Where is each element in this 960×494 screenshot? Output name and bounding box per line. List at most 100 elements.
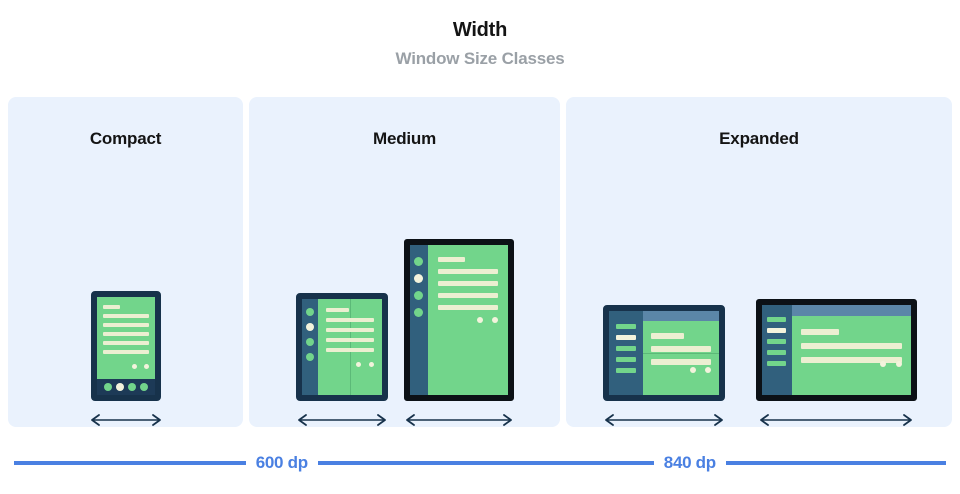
device-tablet-landscape xyxy=(755,299,917,401)
width-arrow-foldable-landscape xyxy=(602,413,726,427)
rail-item-bar[interactable] xyxy=(615,368,636,373)
device-foldable-unfolded-landscape xyxy=(602,305,725,401)
rail-item-dot-selected[interactable] xyxy=(414,274,423,283)
content-line xyxy=(650,359,711,365)
panel-expanded: Expanded xyxy=(566,97,952,427)
phone-content xyxy=(96,297,155,379)
double-arrow-icon xyxy=(760,414,912,426)
phone-bottom-nav[interactable] xyxy=(96,379,155,395)
foldable-screen xyxy=(301,299,382,395)
device-column-phone xyxy=(88,291,164,427)
rail-item-bar[interactable] xyxy=(767,339,786,344)
app-top-bar xyxy=(791,305,911,316)
rail-item-bar[interactable] xyxy=(615,346,636,351)
action-dot xyxy=(879,361,886,367)
action-dot xyxy=(143,364,149,369)
content-line xyxy=(325,328,374,332)
device-group-medium xyxy=(249,157,560,427)
navigation-rail[interactable] xyxy=(301,299,318,395)
fold-crease xyxy=(349,299,351,395)
content-line xyxy=(325,308,349,312)
rail-item-dot[interactable] xyxy=(305,308,314,316)
rail-item-bar[interactable] xyxy=(615,357,636,362)
rail-item-dot[interactable] xyxy=(414,257,423,266)
action-dot xyxy=(131,364,137,369)
width-arrow-tablet-landscape xyxy=(757,413,915,427)
content-line xyxy=(437,281,498,286)
action-dot xyxy=(368,362,374,367)
tablet-landscape-screen xyxy=(761,305,911,395)
content-line xyxy=(102,341,149,345)
panel-title-expanded: Expanded xyxy=(719,129,799,148)
breakpoint-label-600: 600 dp xyxy=(255,453,308,472)
rail-item-bar-selected[interactable] xyxy=(767,328,786,333)
content-line xyxy=(102,323,149,327)
action-dot xyxy=(689,367,696,373)
double-arrow-icon xyxy=(90,414,161,426)
breakpoint-scale: 600 dp 840 dp xyxy=(14,454,946,472)
content-line xyxy=(437,257,466,262)
content-line xyxy=(437,269,498,274)
content-line xyxy=(325,338,374,342)
content-line xyxy=(102,305,120,309)
content-line xyxy=(800,357,902,363)
rail-item-dot-selected[interactable] xyxy=(305,323,314,331)
content-line xyxy=(102,314,149,318)
content-line xyxy=(800,329,839,335)
panel-medium: Medium xyxy=(249,97,560,427)
device-foldable-unfolded-portrait xyxy=(295,293,388,401)
rail-item-dot[interactable] xyxy=(305,338,314,346)
content-line xyxy=(800,343,902,349)
device-group-expanded xyxy=(566,157,952,427)
content-action-dots xyxy=(689,367,711,373)
rail-item-bar[interactable] xyxy=(767,350,786,355)
rail-item-bar[interactable] xyxy=(615,324,636,329)
scale-rule-segment xyxy=(14,461,246,465)
device-column-foldable-portrait xyxy=(295,293,389,427)
panel-compact: Compact xyxy=(8,97,243,427)
action-dot xyxy=(895,361,902,367)
nav-item-dot[interactable] xyxy=(103,383,112,391)
foldable-landscape-content xyxy=(642,311,719,395)
panel-title-medium: Medium xyxy=(372,129,437,148)
content-action-dots xyxy=(476,317,498,323)
nav-item-dot[interactable] xyxy=(127,383,136,391)
content-line xyxy=(102,350,149,354)
action-dot xyxy=(491,317,498,323)
fold-crease xyxy=(642,353,719,354)
scale-rule-segment xyxy=(725,461,946,465)
header: Width Window Size Classes xyxy=(0,18,960,70)
rail-item-bar[interactable] xyxy=(767,361,786,366)
tablet-screen xyxy=(409,245,508,395)
tablet-content xyxy=(427,245,508,395)
content-line xyxy=(325,348,374,352)
content-line xyxy=(650,346,711,352)
rail-item-dot[interactable] xyxy=(414,308,423,317)
foldable-landscape-screen xyxy=(608,311,719,395)
navigation-rail[interactable] xyxy=(409,245,428,395)
rail-item-bar-selected[interactable] xyxy=(615,335,636,340)
double-arrow-icon xyxy=(405,414,512,426)
double-arrow-icon xyxy=(297,414,386,426)
phone-screen xyxy=(96,297,155,395)
content-line xyxy=(325,318,374,322)
device-column-foldable-landscape xyxy=(602,305,726,427)
size-class-panels: Compact xyxy=(8,97,952,427)
breakpoint-label-840: 840 dp xyxy=(663,453,716,472)
width-arrow-foldable-portrait xyxy=(295,413,389,427)
content-line xyxy=(102,332,149,336)
nav-item-dot-selected[interactable] xyxy=(115,383,124,391)
rail-item-dot[interactable] xyxy=(305,353,314,361)
content-action-dots xyxy=(879,361,902,367)
page-title: Width xyxy=(452,19,508,41)
device-column-tablet-portrait xyxy=(403,239,515,427)
double-arrow-icon xyxy=(604,414,723,426)
device-column-tablet-landscape xyxy=(755,299,917,427)
rail-item-dot[interactable] xyxy=(414,291,423,300)
rail-item-bar[interactable] xyxy=(767,317,786,322)
device-phone xyxy=(90,291,161,401)
navigation-rail[interactable] xyxy=(761,305,792,395)
navigation-rail[interactable] xyxy=(608,311,643,395)
nav-item-dot[interactable] xyxy=(139,383,148,391)
